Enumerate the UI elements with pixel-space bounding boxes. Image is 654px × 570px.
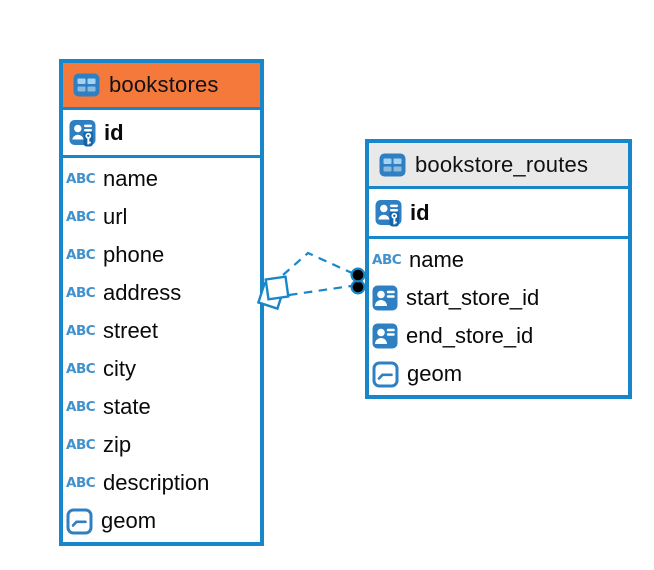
text-type-icon: ABC — [372, 252, 402, 268]
reference-type-icon — [372, 285, 398, 311]
pk-column-name: id — [410, 199, 430, 225]
entity-header-bookstores[interactable]: bookstores — [63, 63, 260, 110]
geometry-type-icon — [66, 508, 93, 534]
column-name: city — [103, 356, 136, 381]
column-name: address — [103, 280, 182, 305]
column-row-geom[interactable]: geom — [369, 355, 628, 393]
column-row-end-store-id[interactable]: end_store_id — [369, 317, 628, 355]
column-name: url — [103, 204, 128, 229]
entity-bookstores[interactable]: bookstores id ABC name — [59, 59, 264, 546]
relationship-line-lower[interactable] — [288, 284, 352, 297]
column-name: description — [103, 470, 210, 495]
pk-row-routes-id[interactable]: id — [369, 189, 628, 239]
text-type-icon: ABC — [66, 171, 96, 187]
column-row-start-store-id[interactable]: start_store_id — [369, 279, 628, 317]
geometry-type-icon — [372, 361, 399, 387]
text-type-icon: ABC — [66, 285, 96, 301]
reference-type-icon — [372, 323, 398, 349]
text-type-icon: ABC — [66, 323, 96, 339]
column-name: name — [103, 166, 159, 191]
column-name: street — [103, 318, 159, 343]
table-name: bookstore_routes — [415, 151, 589, 177]
relationship-target-marker[interactable] — [350, 267, 366, 295]
column-row-name[interactable]: ABC name — [369, 241, 628, 279]
entity-bookstore-routes[interactable]: bookstore_routes id ABC name — [365, 139, 632, 399]
column-name: phone — [103, 242, 165, 267]
relationship-line-upper[interactable] — [282, 251, 353, 276]
text-type-icon: ABC — [66, 361, 96, 377]
primary-key-icon — [69, 119, 96, 146]
column-name: name — [409, 247, 465, 272]
column-name: geom — [407, 361, 463, 386]
column-row-url[interactable]: ABC url — [63, 198, 260, 236]
column-row-phone[interactable]: ABC phone — [63, 236, 260, 274]
table-icon — [73, 73, 100, 97]
column-row-address[interactable]: ABC address — [63, 274, 260, 312]
column-row-street[interactable]: ABC street — [63, 312, 260, 350]
text-type-icon: ABC — [66, 247, 96, 263]
column-list-bookstores: ABC name ABC url ABC phone ABC address A… — [63, 158, 260, 542]
column-name: zip — [103, 432, 132, 457]
pk-row-bookstores-id[interactable]: id — [63, 110, 260, 158]
column-name: state — [103, 394, 151, 419]
pk-column-name: id — [104, 119, 124, 145]
column-name: end_store_id — [406, 323, 534, 348]
primary-key-icon — [375, 199, 402, 226]
table-name: bookstores — [109, 72, 219, 97]
text-type-icon: ABC — [66, 475, 96, 491]
entity-header-bookstore-routes[interactable]: bookstore_routes — [369, 143, 628, 189]
text-type-icon: ABC — [66, 437, 96, 453]
column-row-zip[interactable]: ABC zip — [63, 426, 260, 464]
column-name: geom — [101, 508, 157, 533]
column-row-name[interactable]: ABC name — [63, 160, 260, 198]
column-row-city[interactable]: ABC city — [63, 350, 260, 388]
column-list-bookstore-routes: ABC name start_store_id — [369, 239, 628, 395]
column-row-description[interactable]: ABC description — [63, 464, 260, 502]
table-icon — [379, 153, 406, 176]
text-type-icon: ABC — [66, 209, 96, 225]
text-type-icon: ABC — [66, 399, 96, 415]
column-name: start_store_id — [406, 285, 540, 310]
column-row-geom[interactable]: geom — [63, 502, 260, 540]
column-row-state[interactable]: ABC state — [63, 388, 260, 426]
